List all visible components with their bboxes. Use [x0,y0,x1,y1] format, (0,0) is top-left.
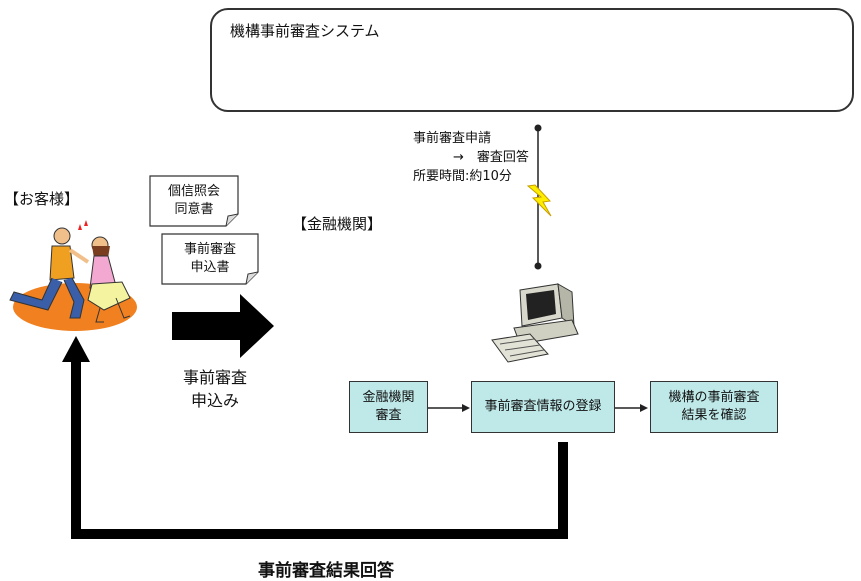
request-note-line3: 所要時間:約10分 [413,168,512,184]
step-arrow-2 [640,404,648,412]
consent-document: 個信照会 同意書 [152,180,236,222]
connector-dot-bottom [534,262,542,270]
apply-label-line2: 申込み [190,391,239,411]
system-title: 機構事前審査システム [230,22,380,40]
step-bank-review-line1: 金融機関 [362,390,415,406]
application-document: 事前審査 申込書 [166,238,254,280]
step-register-info-line1: 事前審査情報の登録 [484,399,602,415]
apply-label: 事前審査 申込み [175,366,255,412]
step-confirm-result-line1: 機構の事前審査 [668,390,760,406]
step-register-info: 事前審査情報の登録 [471,381,615,433]
consent-document-line1: 個信照会 [167,184,220,200]
consent-document-line2: 同意書 [174,202,214,217]
customer-couple-illustration [9,220,137,331]
connector-dot-top [534,124,542,132]
computer-icon [491,283,579,363]
step-arrow-1 [462,404,470,412]
request-note: 事前審査申請 → 審査回答 所要時間:約10分 [413,130,529,187]
application-document-line2: 申込書 [190,260,230,275]
result-return-line [71,360,568,539]
step-bank-review: 金融機関 審査 [349,381,428,433]
application-document-line1: 事前審査 [183,242,236,258]
apply-label-line1: 事前審査 [182,368,247,387]
apply-arrow [172,294,274,358]
result-answer-label: 事前審査結果回答 [258,561,394,581]
system-panel [210,8,854,112]
result-return-arrowhead [62,336,90,362]
step-bank-review-line2: 審査 [375,408,402,423]
customer-label: 【お客様】 [4,190,80,208]
lightning-icon [526,184,552,217]
step-confirm-result: 機構の事前審査 結果を確認 [650,381,778,433]
financial-institution-label: 【金融機関】 [292,215,383,233]
request-note-line1: 事前審査申請 [413,131,492,146]
request-note-line2: → 審査回答 [453,149,529,165]
step-confirm-result-line2: 結果を確認 [681,408,747,423]
